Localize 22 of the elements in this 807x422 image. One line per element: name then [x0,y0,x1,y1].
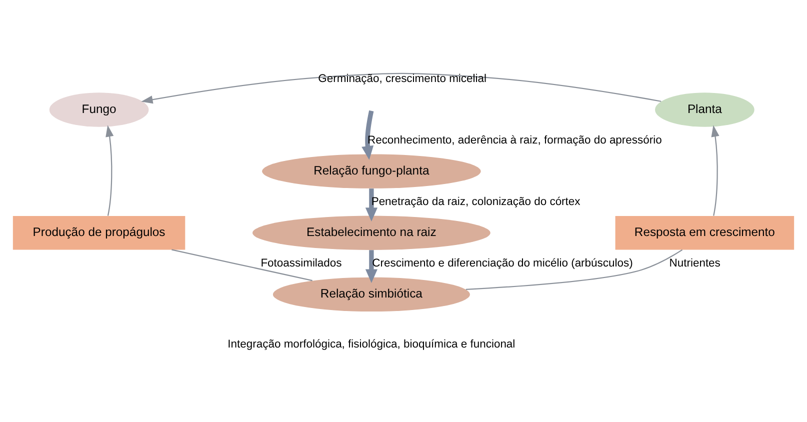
edge-label: Nutrientes [669,257,720,270]
node-ellipse: Fungo [49,92,149,126]
arrow [362,110,374,160]
node-ellipse: Relação simbiótica [272,276,470,312]
node-box: Resposta em crescimento [615,216,794,250]
connector [466,248,683,290]
edge-label: Fotoassimilados [260,257,342,270]
arrow [106,124,114,216]
node-box: Produção de propágulos [12,216,186,250]
arrow [711,124,720,216]
edge-label: Germinação, crescimento micelial [318,72,486,84]
arrow [141,72,662,104]
connector [172,248,312,281]
node-ellipse: Planta [655,92,754,126]
arrow [365,188,378,221]
edge-label: Penetração da raiz, colonização do córtex [371,195,580,208]
edge-label: Crescimento e diferenciação do micélio (arbúsculos) [372,257,633,270]
node-label: Integração morfológica, fisiológica, bioquímica e funcional [228,338,516,350]
node-ellipse: Estabelecimento na raiz [252,215,490,250]
edge-label: Reconhecimento, aderência à raiz, formação do apressório [367,134,662,146]
arrow [365,250,378,283]
node-ellipse: Relação fungo-planta [262,154,481,188]
